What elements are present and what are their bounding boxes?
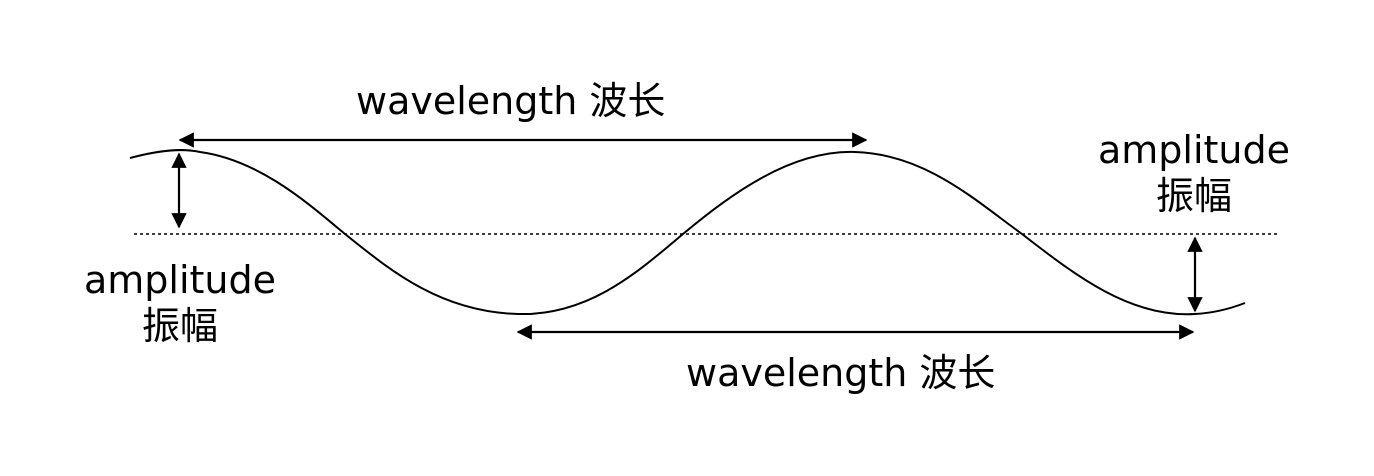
amplitude-label-left-zh: 振幅 xyxy=(141,303,218,348)
wavelength-label-bottom: wavelength 波长 xyxy=(686,351,996,395)
amplitude-label-left-en: amplitude xyxy=(83,258,277,302)
amplitude-label-left: amplitude 振幅 xyxy=(70,258,290,349)
amplitude-label-right-en: amplitude xyxy=(1097,128,1291,172)
amplitude-label-right: amplitude 振幅 xyxy=(1084,128,1304,219)
wavelength-label-top: wavelength 波长 xyxy=(356,79,666,123)
amplitude-label-right-zh: 振幅 xyxy=(1155,173,1232,218)
sine-wave xyxy=(129,149,1246,316)
